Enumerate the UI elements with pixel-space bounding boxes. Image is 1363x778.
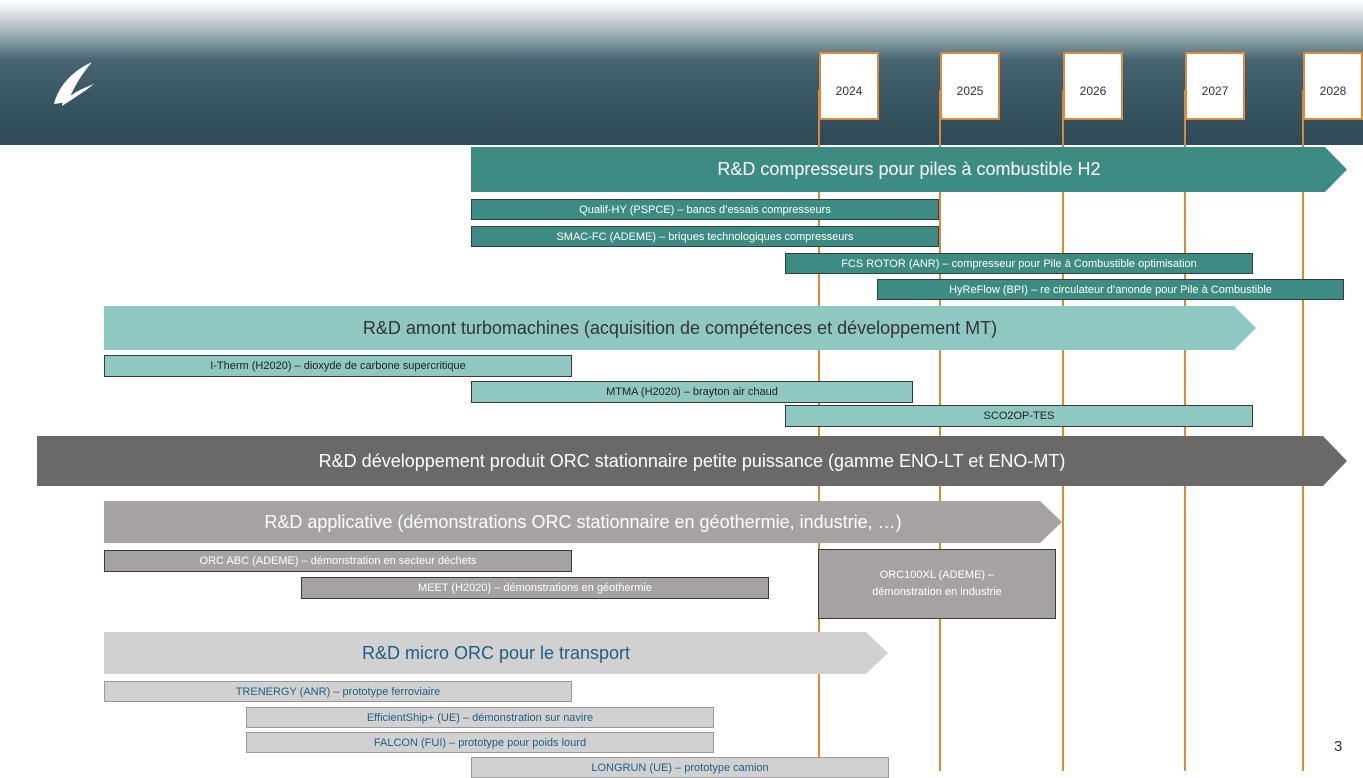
longrun-bar: LONGRUN (UE) – prototype camion	[471, 757, 889, 778]
year-box-2024: 2024	[819, 52, 879, 120]
leaf-logo-icon	[54, 62, 94, 106]
smac-fc-bar: SMAC-FC (ADEME) – briques technologiques…	[471, 226, 939, 247]
header-banner	[0, 0, 1363, 145]
year-box-2025: 2025	[940, 52, 1000, 120]
h2-compressors-arrow: R&D compresseurs pour piles à combustibl…	[471, 147, 1347, 192]
sco2op-tes-bar: SCO2OP-TES	[785, 405, 1253, 427]
i-therm-bar: I-Therm (H2020) – dioxyde de carbone sup…	[104, 355, 572, 377]
qualify-bar: Qualif-HY (PSPCE) – bancs d’essais compr…	[471, 199, 939, 220]
orc100xl-line1: ORC100XL (ADEME) –	[879, 569, 995, 581]
trenergy-bar: TRENERGY (ANR) – prototype ferroviaire	[104, 681, 572, 702]
orc-stationary-arrow: R&D développement produit ORC stationnai…	[37, 436, 1347, 486]
applicative-arrow: R&D applicative (démonstrations ORC stat…	[104, 501, 1062, 543]
timeline-line-2025	[939, 90, 941, 771]
timeline-line-2027	[1184, 90, 1186, 771]
page-number: 3	[1334, 738, 1343, 755]
year-box-2028: 2028	[1303, 52, 1363, 120]
hyreflow-bar: HyReFlow (BPI) – re circulateur d’anonde…	[877, 279, 1344, 300]
timeline-line-2024	[818, 90, 820, 771]
meet-bar: MEET (H2020) – démonstrations en géother…	[301, 577, 769, 599]
year-box-2027: 2027	[1185, 52, 1245, 120]
turbomachines-arrow: R&D amont turbomachines (acquisition de …	[104, 306, 1256, 350]
timeline-line-2028	[1302, 90, 1304, 771]
year-box-2026: 2026	[1063, 52, 1123, 120]
micro-orc-transport-arrow: R&D micro ORC pour le transport	[104, 632, 888, 674]
orc100xl-box: ORC100XL (ADEME) – démonstration en indu…	[818, 549, 1056, 619]
timeline-line-2026	[1062, 90, 1064, 771]
banner-sky	[0, 0, 1363, 60]
falcon-bar: FALCON (FUI) – prototype pour poids lour…	[246, 732, 714, 753]
efficientship-bar: EfficientShip+ (UE) – démonstration sur …	[246, 707, 714, 728]
orc100xl-line2: démonstration en industrie	[872, 586, 1002, 598]
mtma-bar: MTMA (H2020) – brayton air chaud	[471, 381, 913, 403]
fcs-rotor-bar: FCS ROTOR (ANR) – compresseur pour Pile …	[785, 253, 1253, 274]
orc-abc-bar: ORC ABC (ADEME) – démonstration en secte…	[104, 550, 572, 572]
